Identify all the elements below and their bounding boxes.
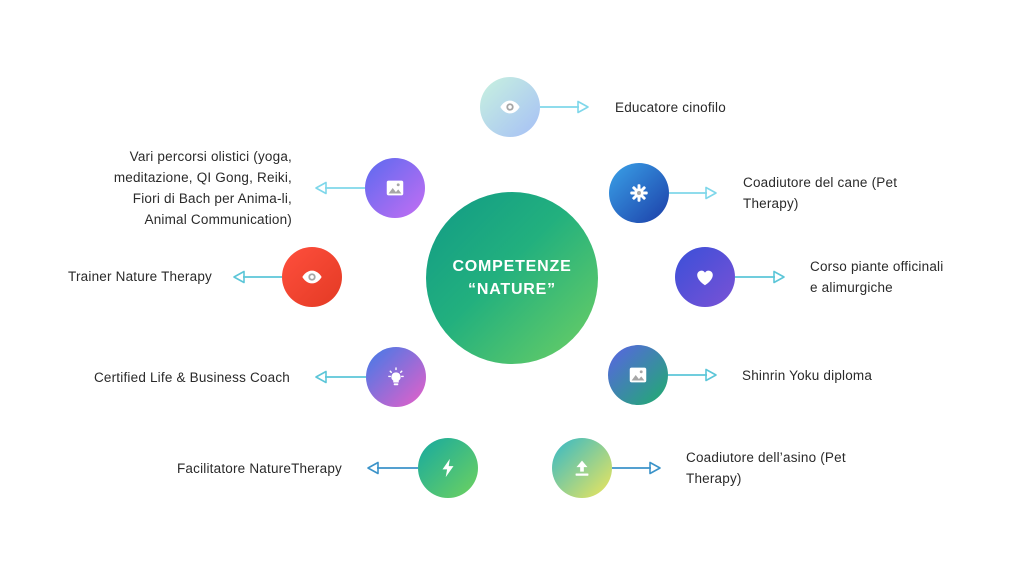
lightbulb-icon [388,367,404,386]
center-line-1: COMPETENZE [452,258,572,275]
arrow-percorsi [315,181,365,195]
label-piante: Corso piante officinali e alimurgiche [810,259,944,295]
image-icon [629,367,647,383]
label-percorsi: Vari percorsi olistici (yoga, meditazion… [113,149,292,227]
bolt-icon [442,458,454,478]
arrow-coadiutore-asino [612,461,661,475]
arrow-coach [315,370,366,384]
image-icon [386,180,404,196]
label-coach: Certified Life & Business Coach [93,370,290,385]
arrow-shinrin [668,368,717,382]
eye-icon [500,100,520,114]
label-coadiutore-asino: Coadiutore dell’asino (Pet Therapy) [686,450,846,486]
label-shinrin: Shinrin Yoku diploma [742,368,873,383]
node-facilitatore [418,438,478,498]
node-shinrin [608,345,668,405]
heart-icon [697,270,713,286]
node-percorsi [365,158,425,218]
center-line-2: “NATURE” [468,281,556,298]
label-facilitatore: Facilitatore NatureTherapy [176,461,342,476]
arrow-trainer [233,270,282,284]
label-trainer: Trainer Nature Therapy [68,269,212,284]
upload-icon [575,460,589,476]
eye-icon [302,270,322,284]
center-hub: COMPETENZE “NATURE” [426,192,598,364]
node-piante [675,247,735,307]
node-educatore [480,77,540,137]
node-trainer [282,247,342,307]
label-educatore: Educatore cinofilo [615,100,726,115]
arrow-facilitatore [367,461,418,475]
arrow-piante [735,270,785,284]
node-coadiutore-cane [609,163,669,223]
arrow-educatore [540,100,589,114]
gear-icon [630,184,648,202]
arrow-coadiutore-cane [669,186,717,200]
label-coadiutore-cane: Coadiutore del cane (Pet Therapy) [743,175,898,211]
node-coadiutore-asino [552,438,612,498]
node-coach [366,347,426,407]
